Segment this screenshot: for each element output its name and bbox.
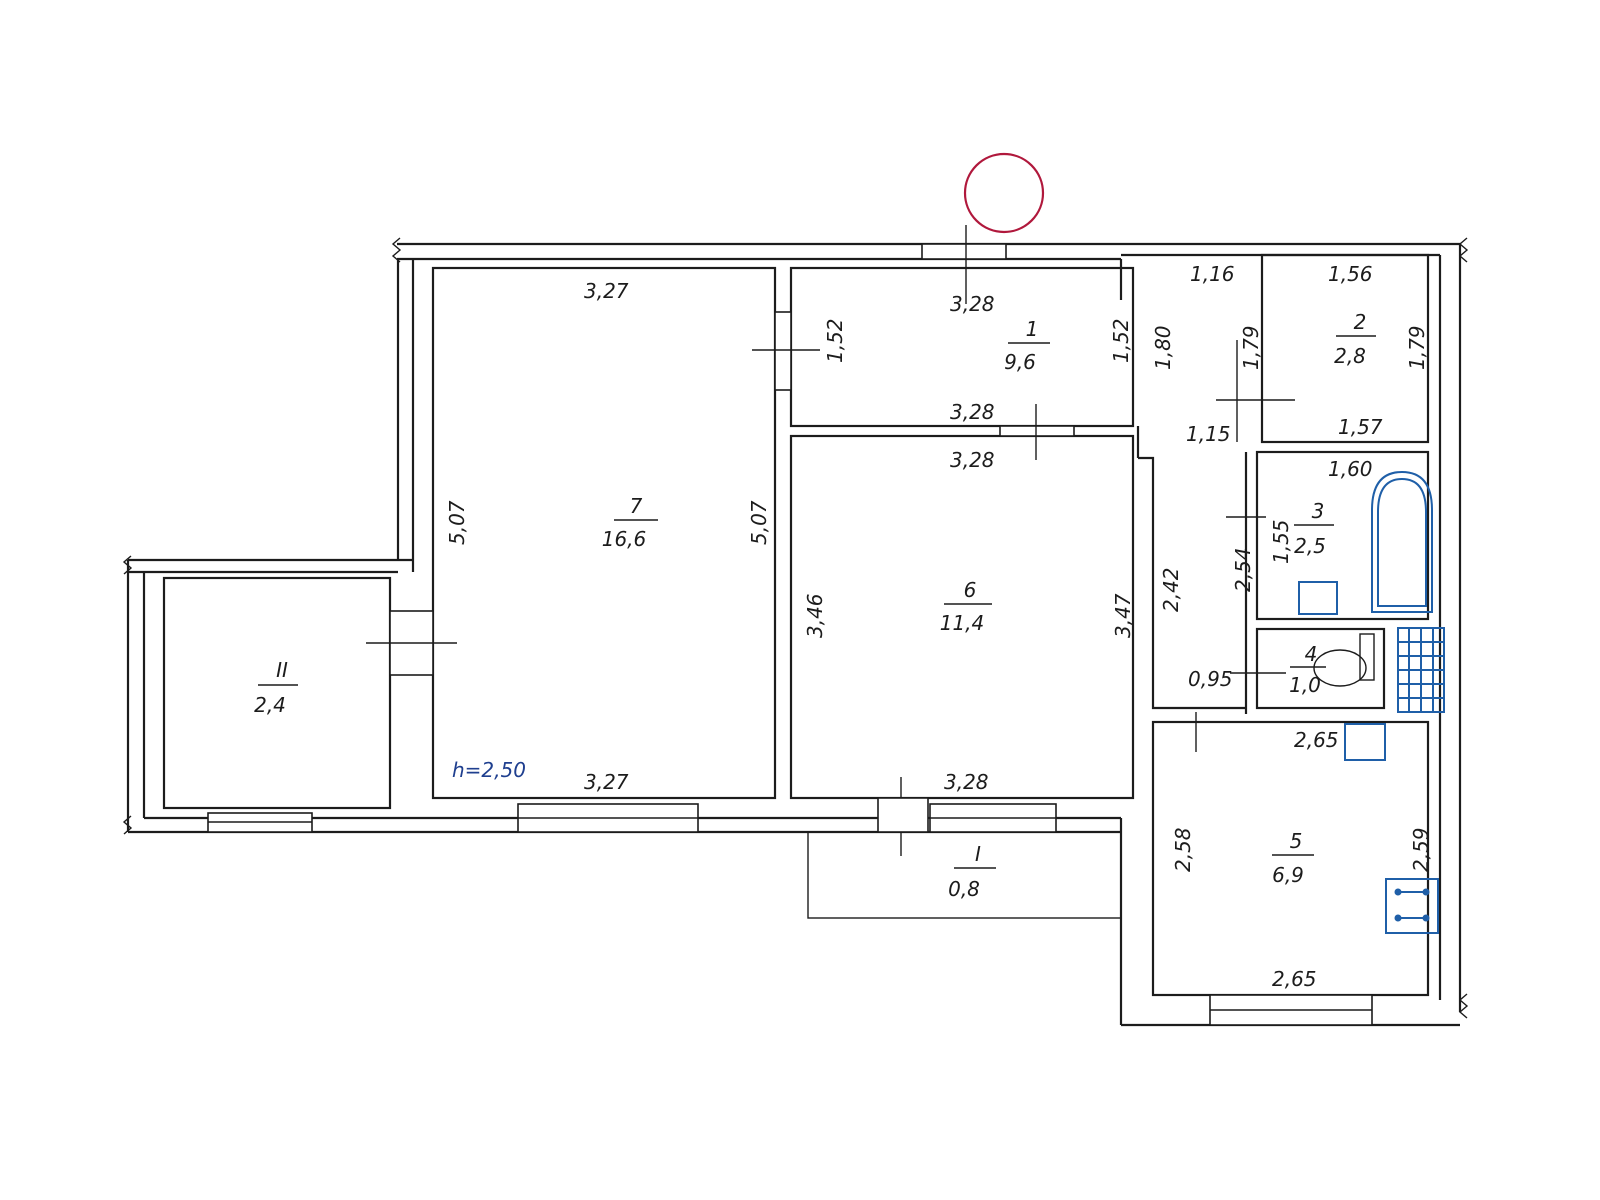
dim-hall-bottom: 1,15 <box>1186 422 1231 446</box>
toilet-icon <box>1313 649 1367 687</box>
kitchen-sink-icon <box>1344 723 1386 761</box>
room-6-area: 11,4 <box>940 611 985 635</box>
room-2-outline <box>1260 253 1430 444</box>
room-5-number: 5 <box>1290 829 1303 853</box>
doors <box>366 225 1295 856</box>
door-room-1-6 <box>999 425 1075 437</box>
bathtub-icon <box>1371 470 1433 613</box>
room-3-outline <box>1255 450 1430 621</box>
dim-corr-bottom: 0,95 <box>1188 667 1233 691</box>
dim-r6-top: 3,28 <box>950 448 995 472</box>
room-5-area: 6,9 <box>1272 863 1304 887</box>
dim-r5-bottom: 2,65 <box>1272 967 1317 991</box>
dim-r5-left: 2,58 <box>1171 827 1195 872</box>
door-entrance <box>921 243 1007 260</box>
room-outlines <box>162 253 1430 997</box>
dim-hall-right: 1,79 <box>1239 325 1263 370</box>
room-4-number: 4 <box>1305 642 1318 666</box>
fixtures <box>1298 470 1445 934</box>
room-2-number: 2 <box>1354 310 1367 334</box>
dimension-labels: 3,27 3,27 5,07 5,07 3,28 3,28 1,52 1,52 … <box>445 262 1433 991</box>
outer-walls <box>122 237 1469 1027</box>
stove-icon <box>1385 878 1439 934</box>
dim-corr-right: 2,54 <box>1231 547 1255 592</box>
room-4-area: 1,0 <box>1289 673 1321 697</box>
dim-r6-left: 3,46 <box>803 593 827 638</box>
dim-r7-left: 5,07 <box>445 500 469 545</box>
dim-r3-top: 1,60 <box>1328 457 1373 481</box>
room-1-number: 1 <box>1026 317 1039 341</box>
dim-r1-bottom: 3,28 <box>950 400 995 424</box>
dim-r1-left: 1,52 <box>823 318 847 363</box>
room-7-number: 7 <box>630 494 643 518</box>
room-labels: 7 16,6 1 9,6 6 11,4 2 2,8 3 2,5 4 1,0 5 … <box>254 310 1376 901</box>
room-i-area: 0,8 <box>948 877 980 901</box>
dim-r5-top: 2,65 <box>1294 728 1339 752</box>
dim-r1-right: 1,52 <box>1109 318 1133 363</box>
dim-r7-top: 3,27 <box>584 279 629 303</box>
dim-r2-bottom: 1,57 <box>1338 415 1383 439</box>
door-loggia <box>877 797 929 833</box>
dim-r6-bottom: 3,28 <box>944 770 989 794</box>
hall-outline <box>1138 456 1245 710</box>
room-3-area: 2,5 <box>1294 534 1326 558</box>
door-room-7 <box>774 311 792 391</box>
room-6-number: 6 <box>964 578 977 602</box>
dim-r5-right: 2,59 <box>1409 827 1433 872</box>
dim-r7-right: 5,07 <box>747 500 771 545</box>
ceiling-height-note: h=2,50 <box>452 758 526 782</box>
room-ii-number: II <box>276 658 288 682</box>
dim-hall-top: 1,16 <box>1190 262 1235 286</box>
dim-r7-bottom: 3,27 <box>584 770 629 794</box>
dim-r3-left: 1,55 <box>1269 519 1293 564</box>
dim-r1-top: 3,28 <box>950 292 995 316</box>
dim-hall-left: 1,80 <box>1151 325 1175 370</box>
windows <box>207 803 1373 1026</box>
room-3-number: 3 <box>1312 499 1325 523</box>
room-i-number: I <box>975 842 981 866</box>
room-ii-outline <box>162 576 392 810</box>
room-2-area: 2,8 <box>1334 344 1366 368</box>
room-1-area: 9,6 <box>1004 350 1036 374</box>
sink-icon <box>1298 581 1338 615</box>
room-7-area: 16,6 <box>602 527 647 551</box>
dim-corr-left: 2,42 <box>1159 567 1183 612</box>
dim-r2-right: 1,79 <box>1405 325 1429 370</box>
room-ii-area: 2,4 <box>254 693 286 717</box>
compass-circle <box>963 152 1045 234</box>
room-6-outline <box>789 434 1135 800</box>
room-4-outline <box>1255 627 1386 710</box>
dim-r6-right: 3,47 <box>1111 593 1135 638</box>
room-7-outline <box>431 266 777 800</box>
toilet-tank <box>1359 633 1375 681</box>
dim-r2-top: 1,56 <box>1328 262 1373 286</box>
